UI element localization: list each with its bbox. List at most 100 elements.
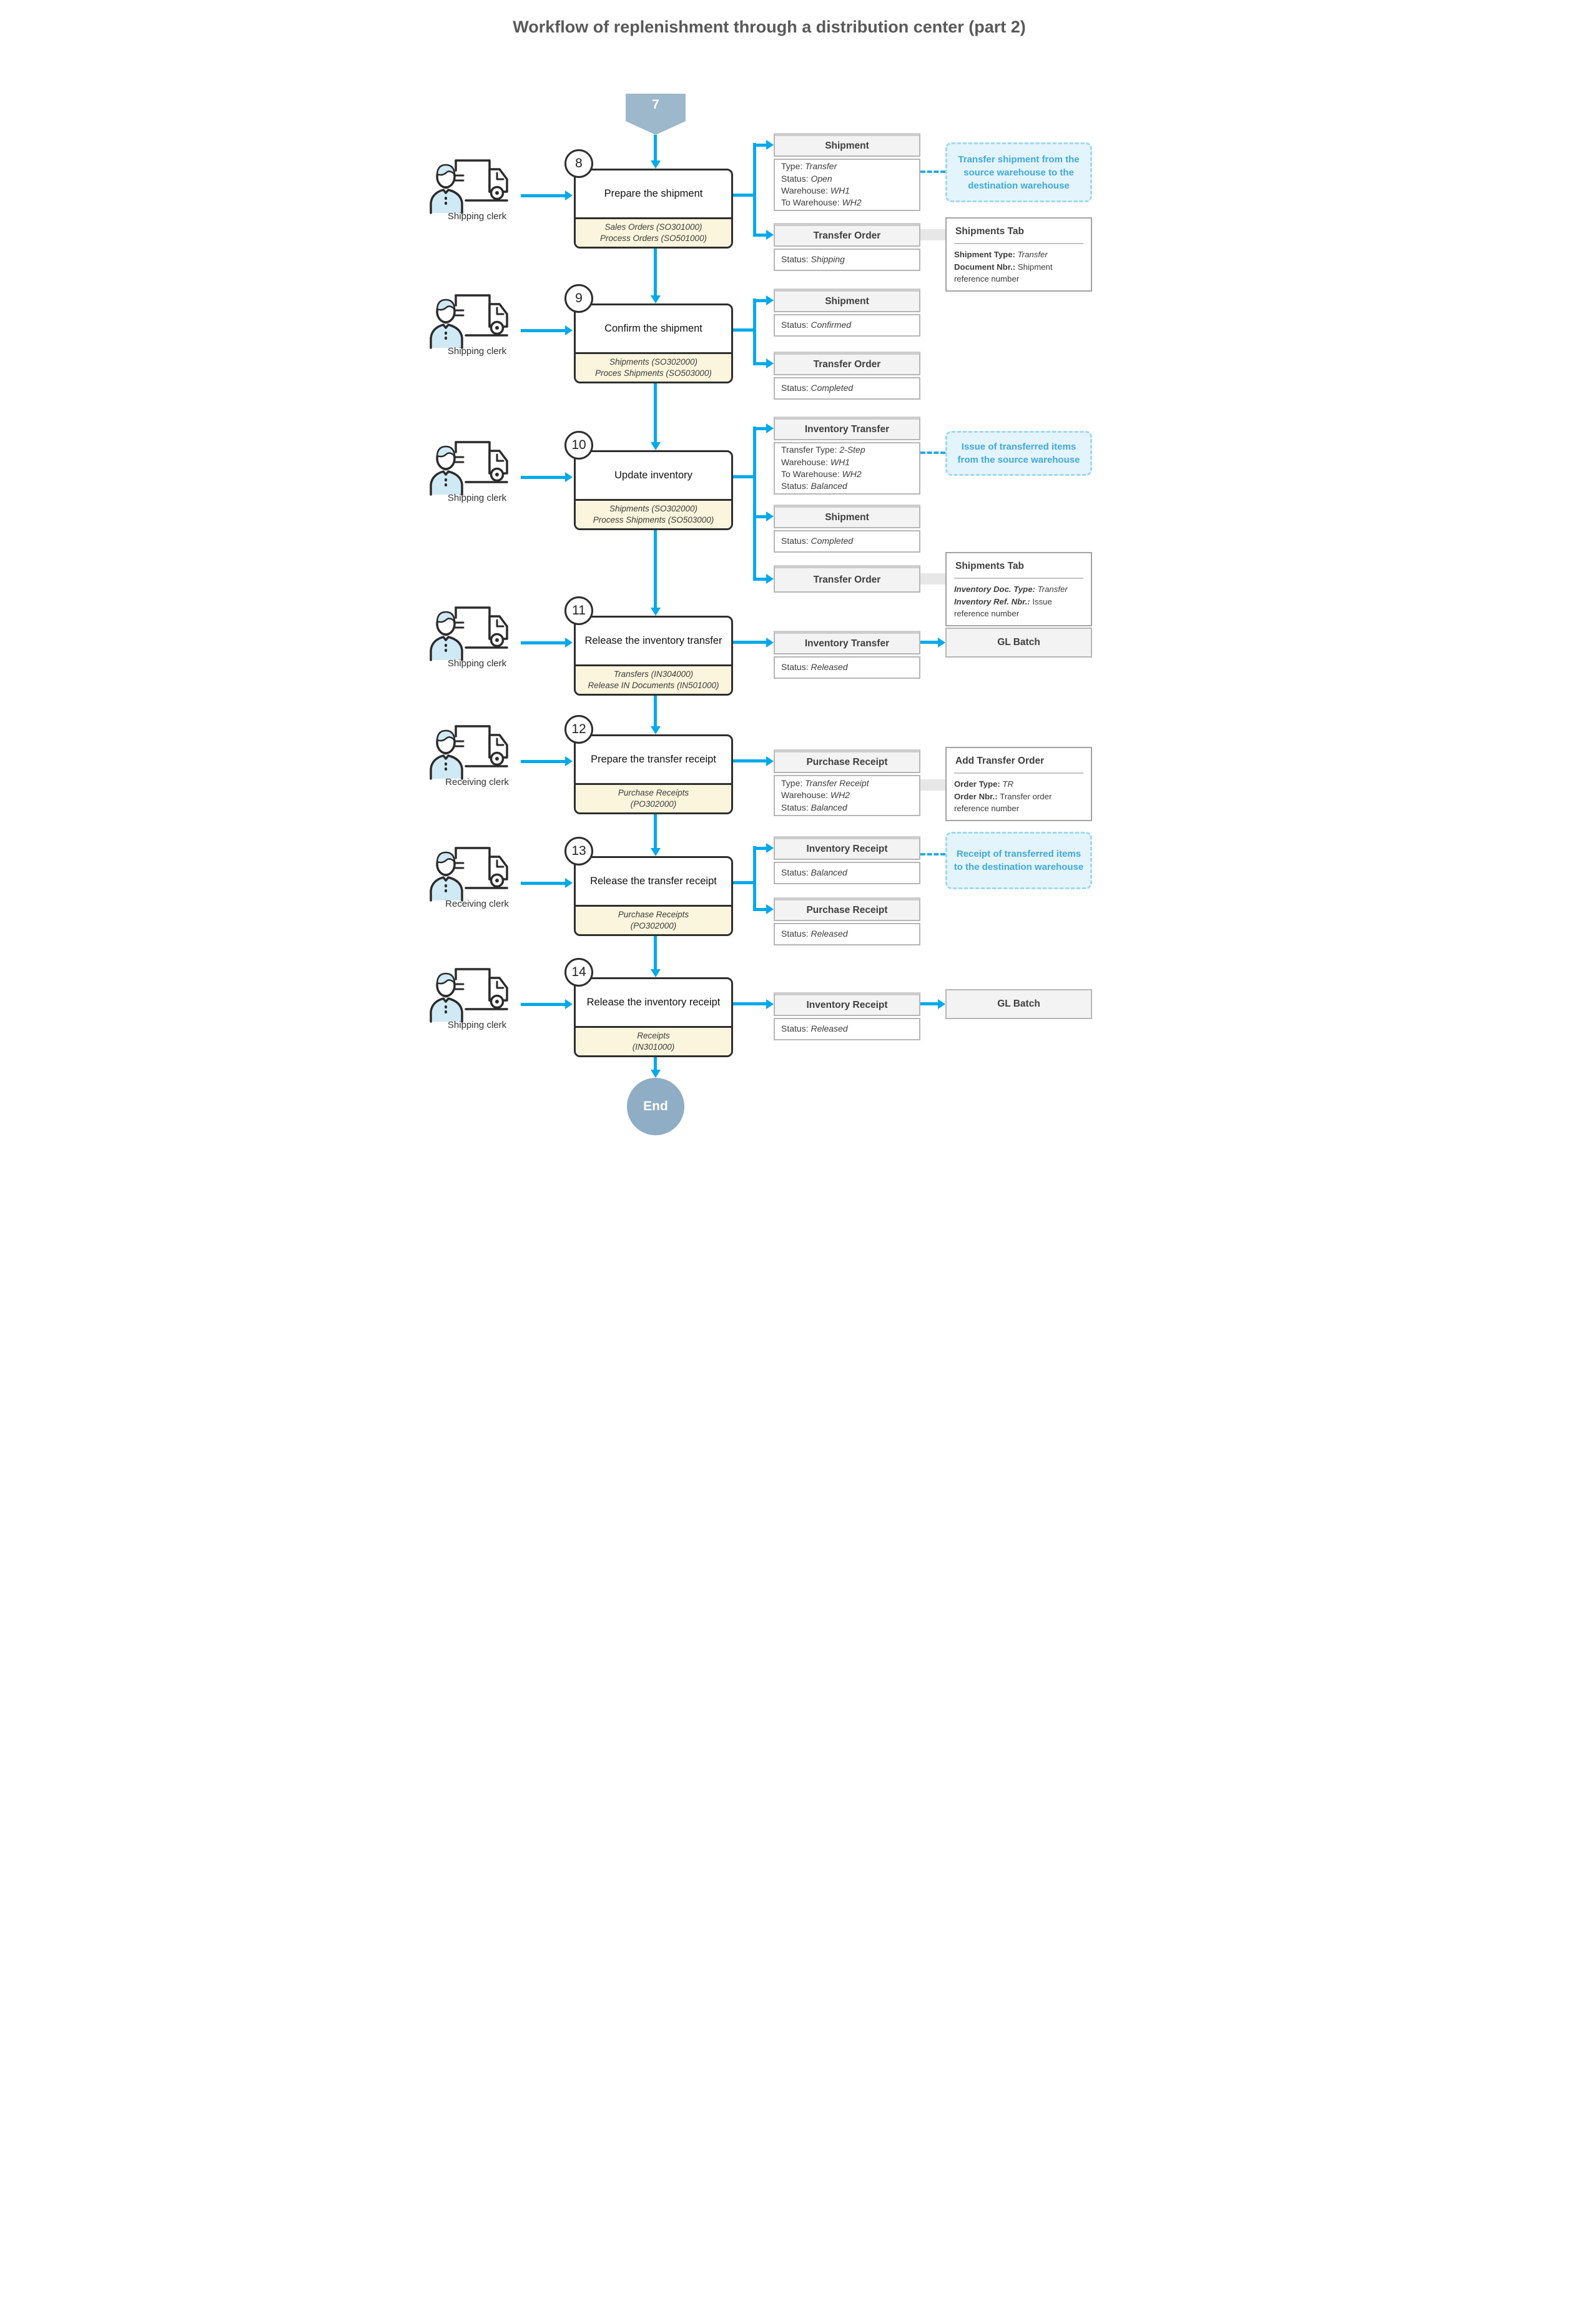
field: Warehouse: WH2 <box>781 790 850 801</box>
gl-batch-box: GL Batch <box>945 989 1092 1019</box>
arrowhead <box>651 726 661 734</box>
connector <box>521 1003 565 1006</box>
arrowhead <box>565 999 573 1009</box>
field: Status: Balanced <box>781 481 847 491</box>
process-box: Release the inventory receipt Receipts (… <box>574 977 733 1057</box>
step-number: 10 <box>564 431 593 460</box>
panel-title: Inventory Receipt <box>774 836 920 860</box>
clerk-truck-icon <box>430 441 508 496</box>
connector <box>920 641 938 644</box>
panel-body: Status: Shipping <box>774 249 920 271</box>
process-label: Update inventory <box>614 469 692 481</box>
end-label: End <box>643 1099 668 1113</box>
process-screens: Purchase Receipts (PO302000) <box>576 782 731 812</box>
clerk-truck-icon <box>430 159 508 214</box>
panel-body: Status: Completed <box>774 377 920 400</box>
panel-body: Status: Confirmed <box>774 314 920 337</box>
arrowhead <box>766 574 774 584</box>
field: Status: Completed <box>781 536 854 546</box>
step-number: 8 <box>564 149 593 178</box>
sidebox-title: Shipments Tab <box>954 558 1083 579</box>
arrowhead <box>565 472 573 482</box>
arrowhead <box>938 638 945 648</box>
connector <box>521 194 565 197</box>
panel-title: Shipment <box>774 133 920 157</box>
process-box: Release the inventory transfer Transfers… <box>574 616 733 696</box>
panel-body: Status: Balanced <box>774 862 920 884</box>
gray-connector <box>920 573 945 584</box>
connector <box>753 299 766 302</box>
field: To Warehouse: WH2 <box>781 197 862 208</box>
panel-body: Status: Released <box>774 923 920 945</box>
actor-label: Receiving clerk <box>445 899 509 909</box>
connector <box>654 696 657 727</box>
arrowhead <box>565 325 573 335</box>
panel-title: Inventory Receipt <box>774 992 920 1016</box>
panel-body: Transfer Type: 2-Step Warehouse: WH1 To … <box>774 442 920 495</box>
connector <box>753 298 756 365</box>
sidebox: Add Transfer Order Order Type: TR Order … <box>945 747 1092 821</box>
process-box: Release the transfer receipt Purchase Re… <box>574 856 733 936</box>
arrowhead <box>766 295 774 305</box>
actor-label: Receiving clerk <box>445 777 509 787</box>
field: Type: Transfer Receipt <box>781 778 869 789</box>
connector <box>521 329 565 332</box>
connector <box>654 814 657 849</box>
step-number: 14 <box>564 958 593 987</box>
arrowhead <box>651 848 661 856</box>
process-label: Prepare the transfer receipt <box>591 753 716 765</box>
process-box: Update inventory Shipments (SO302000) Pr… <box>574 450 733 530</box>
clerk-truck-icon <box>430 725 508 780</box>
dashed-connector <box>920 170 945 173</box>
panel-title: Transfer Order <box>774 565 920 593</box>
step-number: 9 <box>564 284 593 313</box>
arrowhead <box>766 230 774 240</box>
callout: Transfer shipment from the source wareho… <box>945 142 1092 202</box>
dashed-connector <box>920 853 945 856</box>
screen-id: Shipments (SO302000) <box>609 357 698 367</box>
process-label: Release the transfer receipt <box>590 875 717 887</box>
panel-body: Type: Transfer Receipt Warehouse: WH2 St… <box>774 775 920 816</box>
actor-label: Shipping clerk <box>447 346 507 357</box>
screen-id: (PO302000) <box>630 920 677 930</box>
field: Order Nbr.: Transfer order reference num… <box>954 791 1052 813</box>
sidebox: Shipments Tab Inventory Doc. Type: Trans… <box>945 552 1092 626</box>
arrowhead <box>651 969 661 977</box>
gray-connector <box>920 779 945 791</box>
arrowhead <box>938 999 945 1009</box>
callout: Issue of transferred items from the sour… <box>945 431 1092 476</box>
process-screens: Sales Orders (SO301000) Process Orders (… <box>576 217 731 247</box>
process-box: Confirm the shipment Shipments (SO302000… <box>574 303 733 383</box>
panel-title: Transfer Order <box>774 223 920 247</box>
field: Warehouse: WH1 <box>781 185 850 195</box>
field: Status: Released <box>781 1023 848 1034</box>
arrowhead <box>651 295 661 303</box>
sidebox-title: Shipments Tab <box>954 224 1083 245</box>
connector <box>733 641 766 644</box>
field: Inventory Doc. Type: Transfer <box>954 584 1068 594</box>
connector <box>733 194 756 197</box>
connector <box>654 530 657 608</box>
screen-id: (PO302000) <box>630 799 677 809</box>
connector <box>753 362 766 365</box>
connector <box>753 847 766 850</box>
screen-id: Process Orders (SO501000) <box>599 233 707 243</box>
connector <box>753 578 766 581</box>
start-connector-shape: 7 <box>626 94 686 135</box>
connector <box>654 1057 657 1070</box>
connector <box>733 881 756 884</box>
clerk-truck-icon <box>430 606 508 661</box>
end-node: End <box>627 1078 684 1135</box>
connector <box>654 135 657 161</box>
gl-batch-box: GL Batch <box>945 628 1092 658</box>
screen-id: Release IN Documents (IN501000) <box>588 680 719 690</box>
screen-id: Transfers (IN304000) <box>613 669 694 679</box>
clerk-truck-icon <box>430 847 508 902</box>
arrowhead <box>766 756 774 766</box>
process-screens: Shipments (SO302000) Proces Shipments (S… <box>576 352 731 382</box>
field: Transfer Type: 2-Step <box>781 445 865 455</box>
start-connector-label: 7 <box>652 97 659 112</box>
arrowhead <box>651 442 661 450</box>
arrowhead <box>651 608 661 616</box>
connector <box>753 515 766 518</box>
